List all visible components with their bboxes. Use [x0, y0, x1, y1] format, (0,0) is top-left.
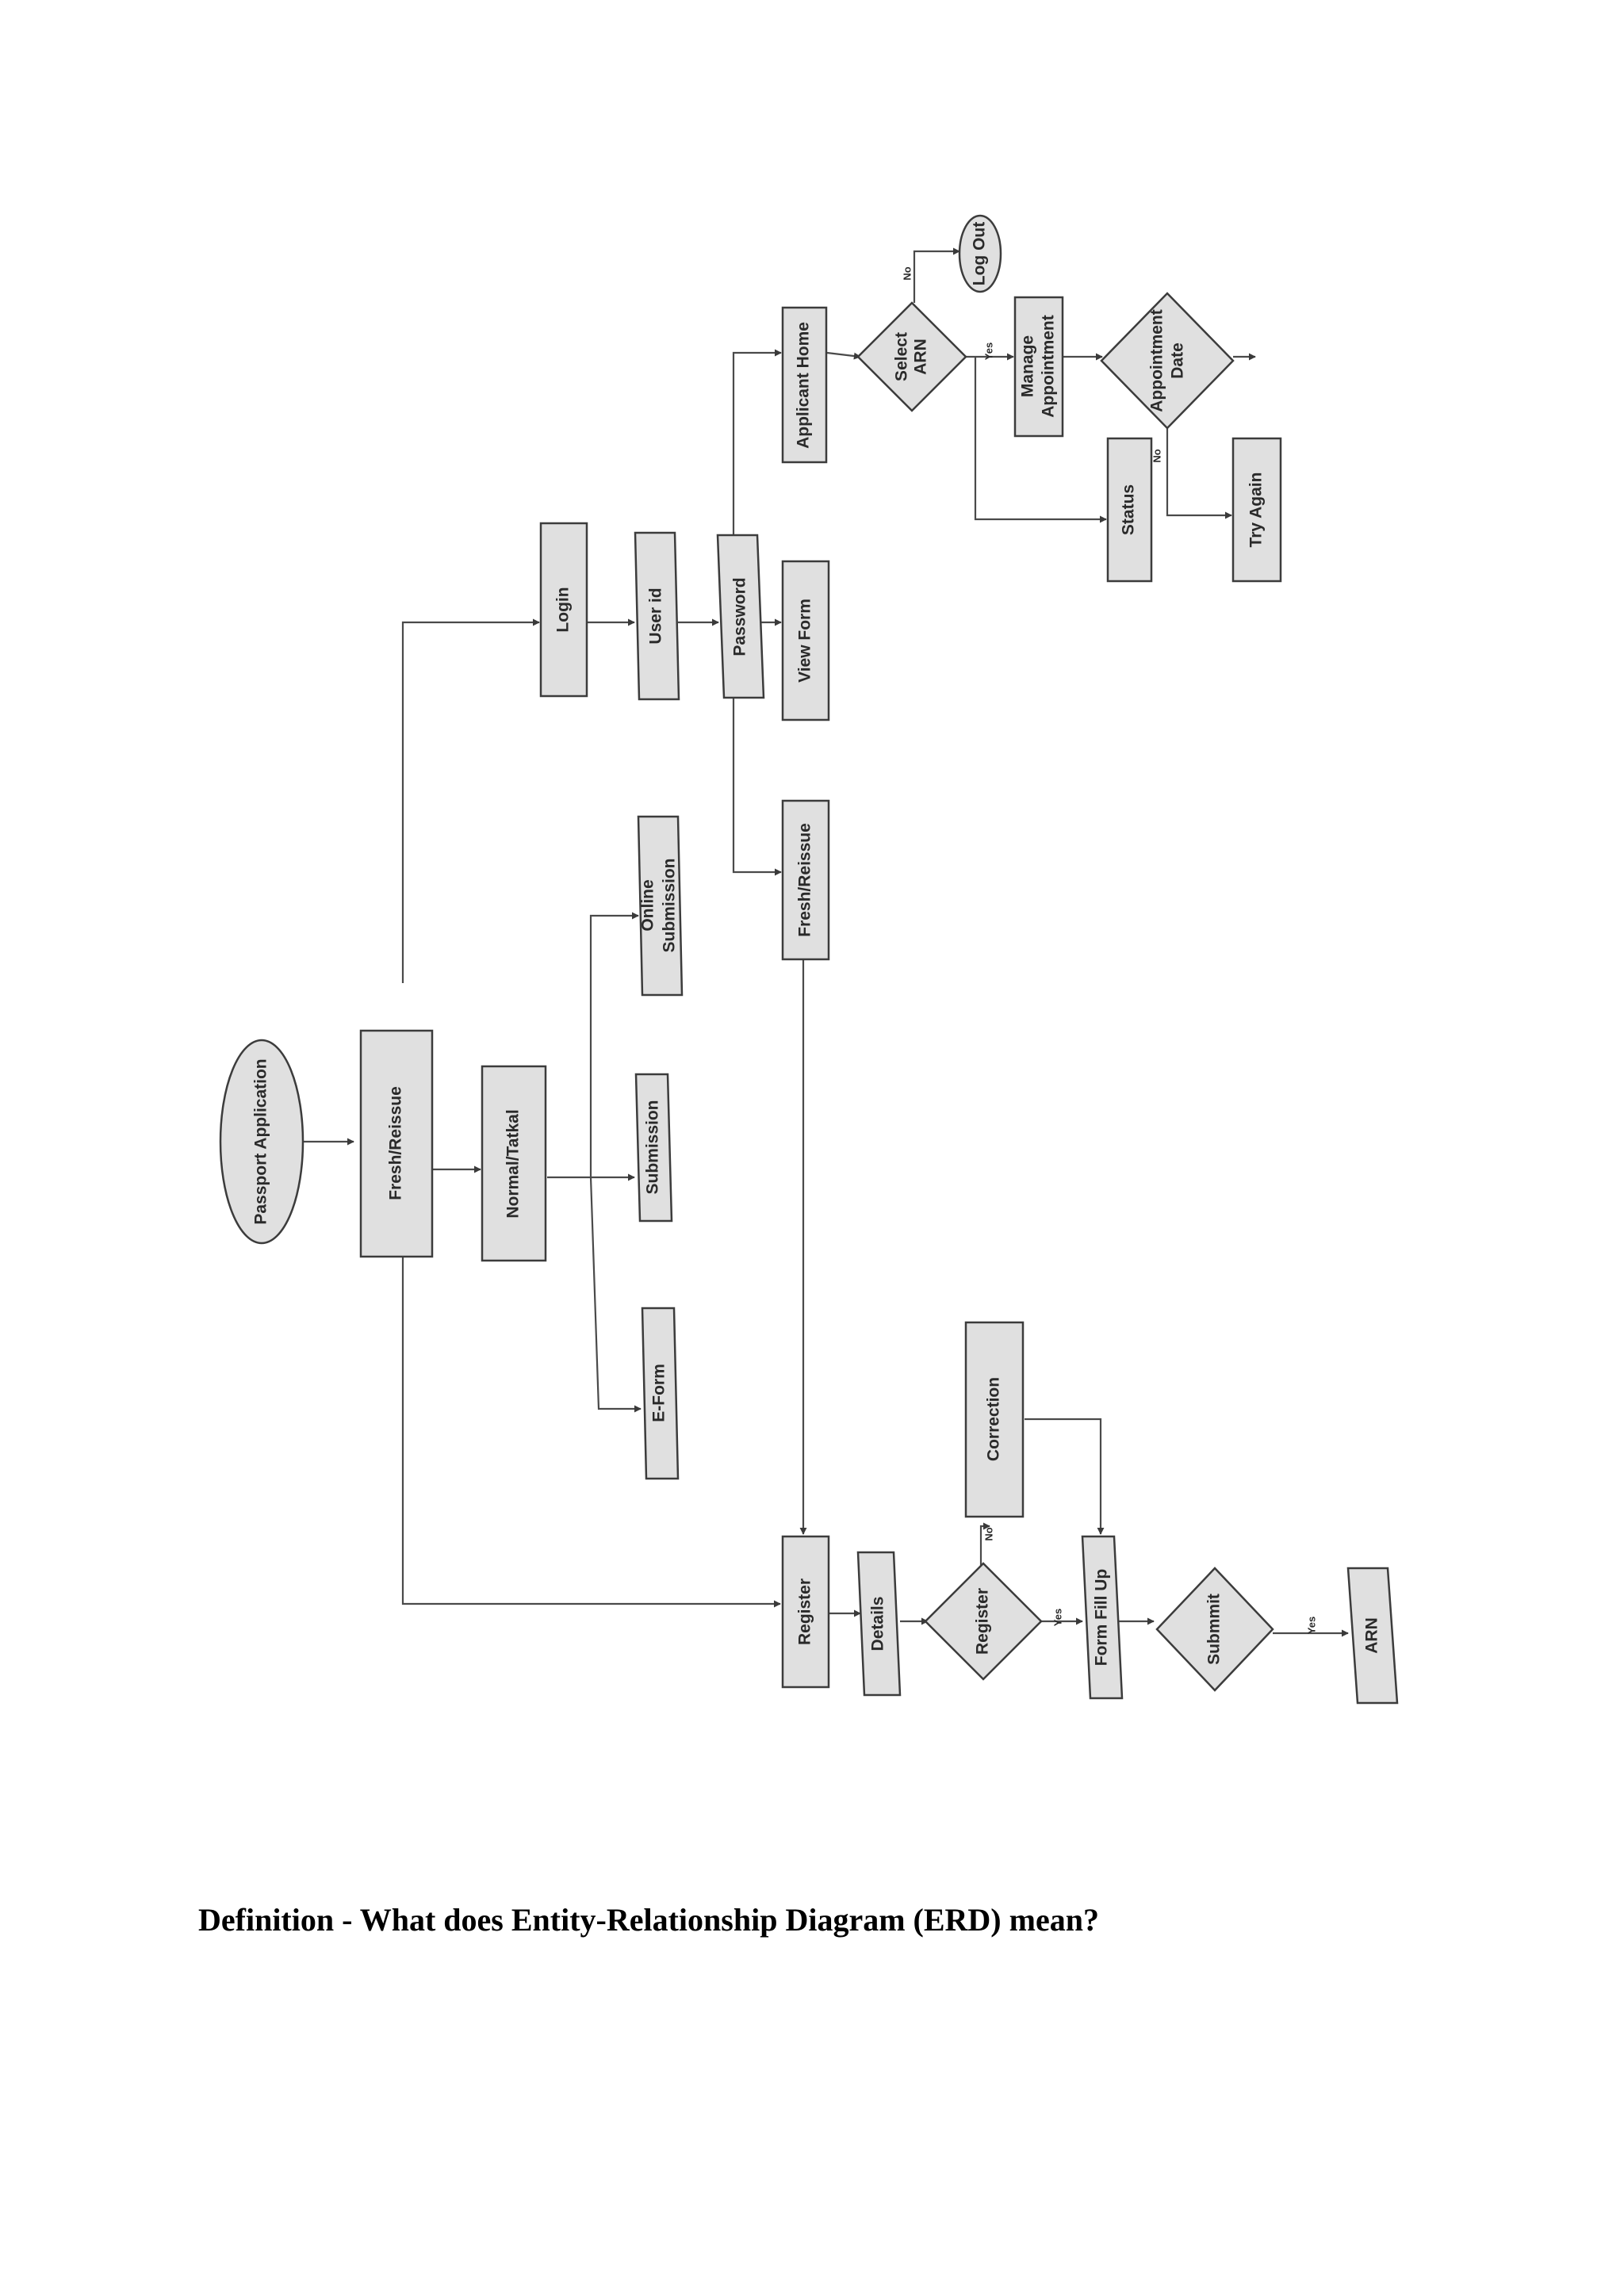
- node-register-decision: [924, 1562, 1043, 1681]
- node-form-fill-up: [1081, 1535, 1124, 1700]
- edge-label-register-no: No: [982, 1527, 994, 1540]
- label-normal-tatkal: Normal/Tatkal: [504, 1109, 523, 1218]
- node-view-form: [781, 560, 830, 721]
- node-fresh-reissue-2: [781, 799, 830, 961]
- edge-select-arn-to-logout: [913, 247, 960, 303]
- label-arn: ARN: [1363, 1617, 1381, 1654]
- node-fresh-reissue-main: [359, 1029, 434, 1258]
- label-register-decision: Register: [974, 1588, 992, 1655]
- edge-label-register-yes: Yes: [1051, 1609, 1063, 1626]
- label-correction: Correction: [985, 1377, 1003, 1461]
- label-view-form: View Form: [796, 599, 814, 683]
- edge-label-select-arn-no: No: [901, 266, 913, 280]
- edge-select-arn-to-status: [974, 357, 1107, 523]
- node-user-id: [634, 531, 680, 701]
- label-fresh-reissue-main: Fresh/Reissue: [387, 1086, 405, 1200]
- edge-fresh-to-register: [401, 1249, 781, 1608]
- edge-label-select-arn-yes: Yes: [982, 342, 994, 360]
- node-login: [539, 522, 588, 698]
- label-log-out: Log Out: [971, 222, 989, 285]
- label-status: Status: [1120, 484, 1138, 535]
- node-manage-appointment: [1013, 296, 1064, 438]
- edge-label-submmit-yes: Yes: [1305, 1617, 1317, 1634]
- node-submmit: [1155, 1567, 1274, 1692]
- edge-branch-to-eform: [589, 1177, 642, 1413]
- edge-labels: No Yes No No Yes Yes: [901, 266, 1317, 1634]
- label-manage-appointment-line2: Appointment: [1040, 315, 1058, 417]
- label-select-arn-line2: ARN: [912, 339, 930, 375]
- label-e-form: E-Form: [650, 1364, 668, 1422]
- node-try-again: [1231, 437, 1282, 583]
- label-online-submission-line1: Online: [639, 879, 657, 931]
- edge-password-to-fresh2: [732, 694, 782, 876]
- node-shapes: [219, 214, 1399, 1705]
- node-appointment-date: [1100, 292, 1235, 430]
- edge-register-decision-to-correction: [979, 1522, 990, 1566]
- node-passport-application: [219, 1039, 304, 1245]
- label-form-fill-up: Form Fill Up: [1093, 1569, 1111, 1667]
- label-password: Password: [731, 577, 749, 656]
- node-arn: [1346, 1567, 1399, 1705]
- label-submission: Submission: [644, 1100, 662, 1194]
- node-correction: [964, 1321, 1025, 1518]
- label-appointment-date-line1: Appointment: [1148, 309, 1166, 411]
- edge-branch-to-online: [589, 912, 639, 1177]
- label-try-again: Try Again: [1247, 473, 1266, 548]
- label-manage-appointment-line1: Manage: [1019, 335, 1037, 397]
- node-submission: [634, 1073, 673, 1223]
- node-applicant-home: [781, 306, 828, 464]
- edge-correction-to-formfill: [1025, 1418, 1105, 1535]
- edge-applicant-home-to-select-arn: [826, 351, 861, 360]
- node-e-form: [641, 1307, 680, 1480]
- edges: [304, 247, 1349, 1637]
- node-online-submission: [637, 815, 684, 997]
- edge-appointment-to-tryagain: [1166, 422, 1232, 519]
- label-details: Details: [869, 1597, 887, 1651]
- label-login: Login: [554, 587, 573, 632]
- label-select-arn-line1: Select: [893, 332, 911, 381]
- label-user-id: User id: [647, 587, 665, 644]
- node-password: [716, 534, 765, 699]
- edge-password-to-applicant-home: [732, 349, 782, 563]
- label-fresh-reissue-2: Fresh/Reissue: [796, 823, 814, 937]
- label-submmit: Submmit: [1205, 1594, 1224, 1665]
- edge-label-appointment-no: No: [1151, 449, 1162, 462]
- node-normal-tatkal: [481, 1065, 547, 1262]
- label-appointment-date-line2: Date: [1169, 342, 1187, 379]
- node-details: [856, 1551, 902, 1697]
- node-labels: Passport Application Fresh/Reissue Norma…: [252, 222, 1381, 1666]
- node-status: [1106, 437, 1153, 583]
- edge-fresh-to-login: [401, 618, 540, 983]
- node-log-out: [958, 214, 1002, 293]
- label-online-submission-line2: Submission: [661, 858, 679, 952]
- label-applicant-home: Applicant Home: [795, 322, 813, 449]
- label-register: Register: [796, 1578, 814, 1645]
- node-select-arn: [856, 301, 967, 412]
- label-passport-application: Passport Application: [252, 1058, 270, 1224]
- node-register: [781, 1535, 830, 1689]
- page-heading: Definition - What does Entity-Relationsh…: [198, 1902, 1099, 1938]
